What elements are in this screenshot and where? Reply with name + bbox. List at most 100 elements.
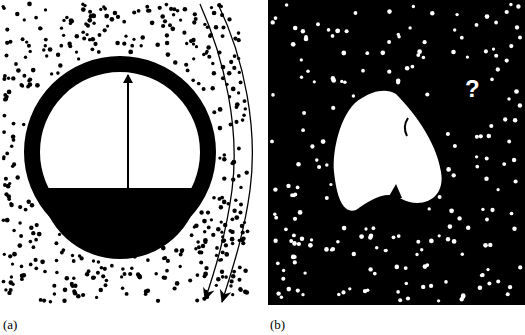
particle-dot [212,196,216,200]
particle-dot [231,217,235,221]
particle-dot [245,290,249,294]
particle-dot [29,225,33,229]
particle-dot [203,23,206,26]
particle-dot [486,268,489,271]
particle-dot [300,236,305,241]
particle-dot [509,3,512,6]
particle-dot [218,126,223,131]
particle-dot [505,59,509,63]
particle-dot [271,93,275,97]
particle-dot [271,20,275,24]
particle-dot [293,26,298,31]
particle-dot [19,83,23,87]
particle-dot [514,89,519,94]
particle-dot [516,4,520,8]
particle-dot [282,269,285,272]
particle-dot [313,80,316,83]
particle-dot [238,287,242,291]
particle-dot [166,259,170,263]
particle-dot [38,26,42,30]
particle-dot [29,263,33,267]
particle-dot [227,71,232,76]
particle-dot [128,50,133,55]
particle-dot [203,230,207,234]
particle-dot [234,120,238,124]
particle-dot [496,280,500,284]
particle-dot [310,238,313,241]
particle-dot [417,49,422,54]
particle-dot [232,270,236,274]
particle-dot [293,260,297,264]
particle-dot [227,17,231,21]
particle-dot [121,267,125,271]
particle-dot [18,205,22,209]
particle-dot [3,74,7,78]
particle-dot [231,87,236,92]
particle-dot [22,74,26,78]
needle-arrow [127,75,129,188]
particle-dot [237,174,241,178]
particle-dot [518,35,522,39]
particle-dot [101,274,105,278]
particle-dot [40,259,45,264]
particle-dot [59,44,63,48]
question-mark: ? [465,77,480,101]
particle-dot [387,70,391,74]
particle-dot [88,10,92,14]
particle-dot [239,186,242,189]
particle-dot [423,40,427,44]
particle-dot [115,41,120,46]
particle-dot [483,243,488,248]
particle-dot [408,26,411,29]
particle-dot [105,279,109,283]
particle-dot [331,247,335,251]
particle-dot [232,66,236,70]
particle-dot [35,223,39,227]
particle-dot [81,293,85,297]
particle-dot [222,176,226,180]
particle-dot [342,226,347,231]
particle-dot [29,50,32,53]
particle-dot [234,199,237,202]
particle-dot [23,18,26,21]
particle-dot [2,114,6,118]
particle-dot [212,110,216,114]
particle-dot [44,38,48,42]
particle-dot [496,67,500,71]
particle-dot [203,272,208,277]
particle-dot [335,29,340,34]
particle-dot [146,9,150,13]
panel-label: (b) [270,318,285,331]
particle-dot [222,157,227,162]
particle-dot [310,144,314,148]
particle-dot [42,299,46,303]
particle-dot [341,290,345,294]
particle-dot [452,239,457,244]
particle-dot [490,78,494,82]
particle-dot [72,259,76,263]
particle-dot [292,194,296,198]
particle-dot [211,233,215,237]
particle-dot [45,54,48,57]
particle-dot [453,28,456,31]
particle-dot [485,14,490,19]
particle-dot [193,12,197,16]
particle-dot [222,200,227,205]
particle-dot [481,273,485,277]
particle-dot [162,257,166,261]
particle-dot [71,254,74,257]
particle-dot [224,275,228,279]
particle-dot [513,118,518,123]
particle-dot [301,29,305,33]
particle-dot [354,11,358,15]
particle-dot [345,29,349,33]
particle-dot [54,241,58,245]
particle-dot [176,9,180,13]
particle-dot [201,244,205,248]
particle-dot [364,227,367,230]
particle-dot [485,157,489,161]
particle-dot [232,209,236,213]
particle-dot [505,10,509,14]
particle-dot [199,260,203,264]
particle-dot [179,18,182,21]
